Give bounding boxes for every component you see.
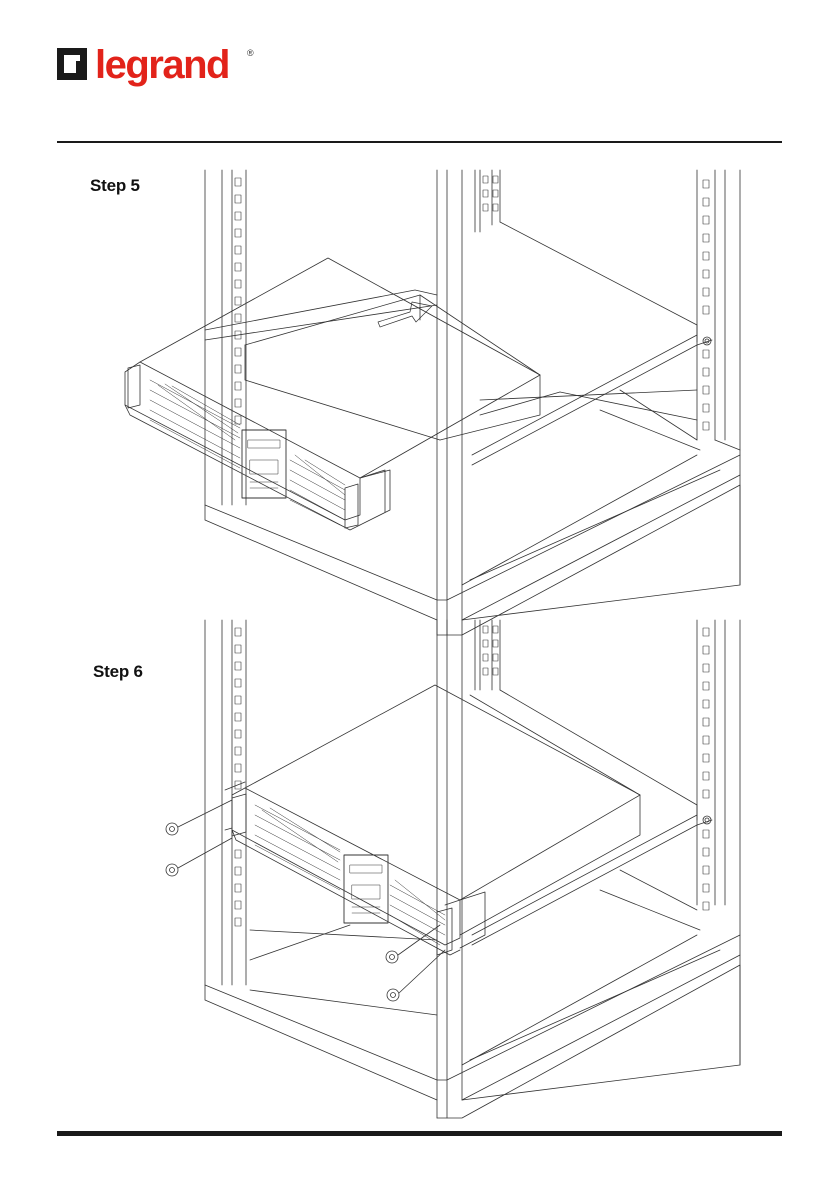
step-5-rack bbox=[205, 170, 740, 635]
step-6-ups-unit bbox=[225, 685, 640, 955]
step-5-label: Step 5 bbox=[90, 176, 140, 196]
footer-rule bbox=[57, 1131, 782, 1136]
step-6-rack bbox=[205, 620, 740, 1118]
screw-icon bbox=[387, 950, 445, 1001]
screw-icon bbox=[166, 838, 232, 876]
mounting-screws bbox=[166, 800, 445, 1001]
header-rule bbox=[57, 141, 782, 143]
brand-wordmark: legrand bbox=[95, 44, 229, 87]
step-5-ups-unit bbox=[125, 258, 540, 530]
legrand-mark-icon bbox=[57, 48, 87, 80]
step-6-label: Step 6 bbox=[93, 662, 143, 682]
screw-icon bbox=[166, 800, 232, 835]
screw-icon bbox=[386, 925, 440, 963]
registered-mark: ® bbox=[247, 48, 254, 58]
legrand-logo: legrand ® bbox=[55, 44, 275, 100]
